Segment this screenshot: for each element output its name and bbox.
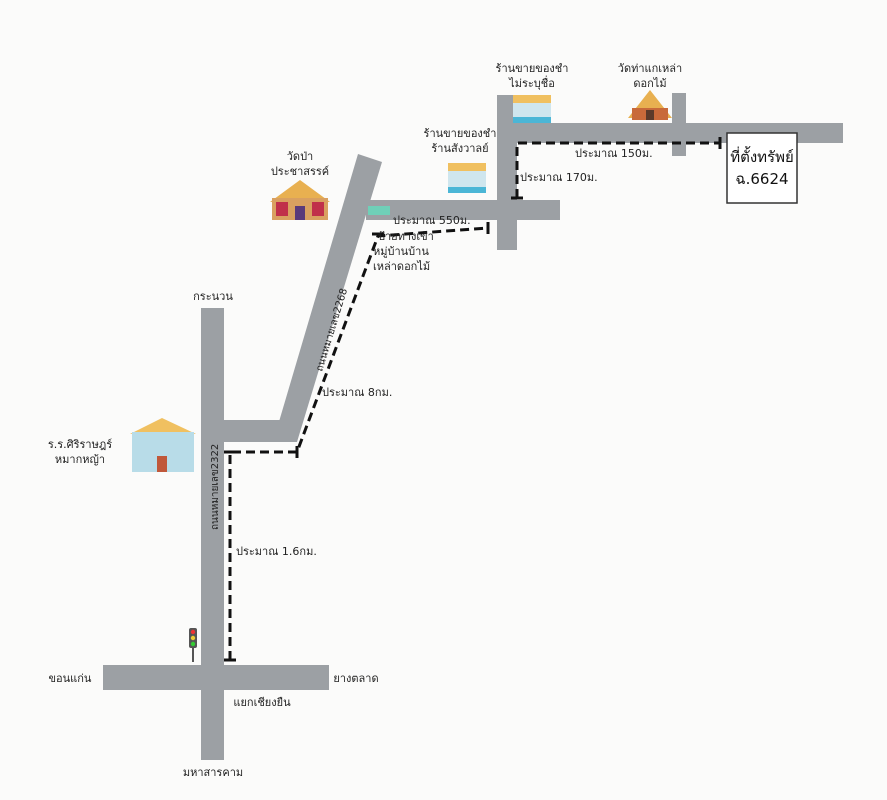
shop-icon [448, 163, 486, 193]
distance-150m: ประมาณ 150ม. [575, 147, 653, 160]
property-deed: ฉ.6624 [735, 170, 788, 188]
route-line-final [515, 141, 720, 198]
place-east: ยางตลาด [333, 672, 378, 685]
distance-550m: ประมาณ 550ม. [393, 214, 471, 227]
junction-label: แยกเชียงยืน [233, 696, 291, 709]
shop-unnamed-label: ร้านขายของชำ [496, 62, 569, 75]
temple-tha-kae-label: วัดท่าแกเหล่า [618, 62, 682, 75]
distance-1-6km: ประมาณ 1.6กม. [236, 545, 317, 558]
road-temple-lane [672, 93, 686, 156]
road-village-vertical [497, 95, 517, 250]
road-khonkaen-yangtalat [103, 665, 329, 690]
temple-tha-kae-label-2: ดอกไม้ [633, 77, 666, 90]
distance-170m: ประมาณ 170ม. [520, 171, 598, 184]
property-label: ที่ตั้งทรัพย์ [730, 146, 794, 166]
place-south: มหาสารคาม [183, 766, 243, 779]
traffic-light-icon [189, 628, 197, 662]
roads [103, 93, 843, 760]
school-label-2: หมากหญ้า [55, 453, 105, 466]
temple-icon [270, 180, 330, 220]
route-path [224, 137, 722, 662]
shop-unnamed-label-2: ไม่ระบุชื่อ [508, 75, 555, 90]
temple-pa-label-2: ประชาสรรค์ [271, 165, 329, 178]
school-label: ร.ร.ศิริราษฎร์ [48, 438, 112, 451]
shop-sangwan-label-2: ร้านสังวาลย์ [431, 142, 488, 155]
temple-icon [628, 90, 672, 120]
shop-sangwan-label: ร้านขายของชำ [424, 127, 497, 140]
sign-icon [368, 206, 390, 215]
village-sign-label: ป้ายทางเข้า [378, 230, 434, 243]
property-box [726, 132, 798, 204]
village-sign-label-2: หมู่บ้านบ้าน [373, 245, 429, 258]
village-sign-label-3: เหล่าดอกไม้ [373, 260, 430, 273]
shop-icon [513, 95, 551, 123]
road-2322 [201, 308, 224, 760]
school-icon [130, 418, 196, 472]
distance-8km: ประมาณ 8กม. [322, 386, 392, 399]
temple-pa-label: วัดป่า [287, 150, 313, 163]
road-2268 [273, 154, 382, 442]
route-line [228, 226, 489, 660]
road-2322-label: ถนนหมายเลข2322 [210, 444, 221, 530]
place-north: กระนวน [193, 290, 233, 303]
place-west: ขอนแก่น [49, 672, 92, 685]
